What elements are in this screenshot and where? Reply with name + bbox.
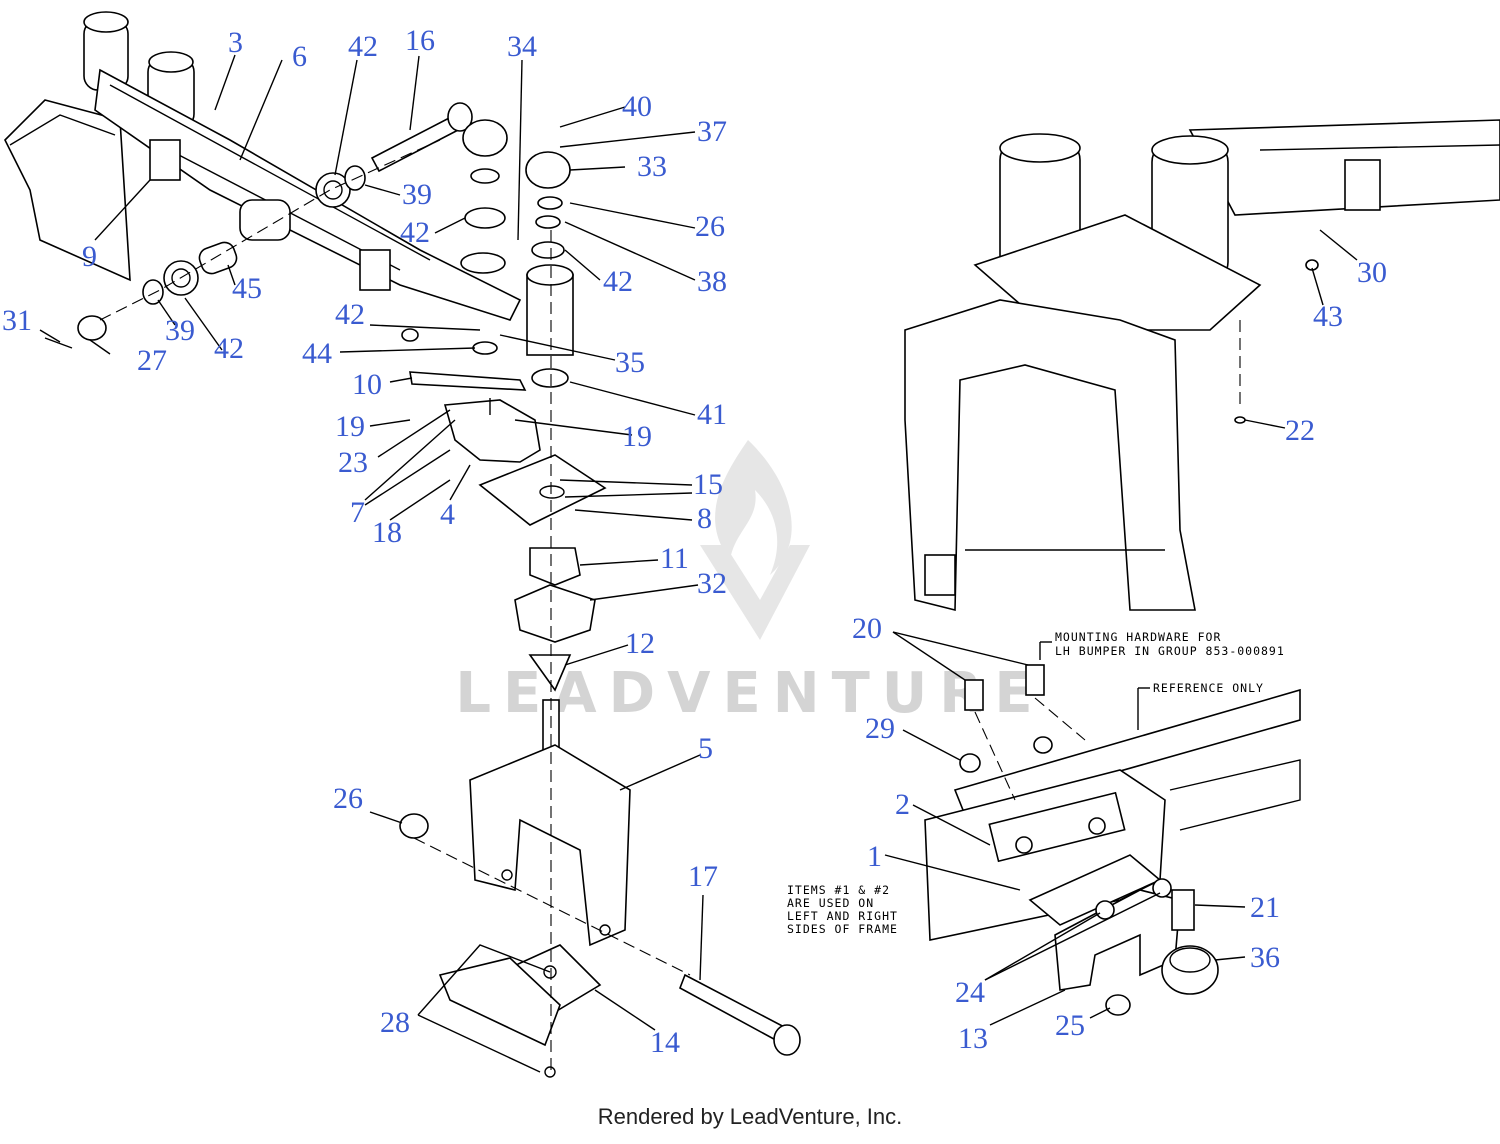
- callout-8[interactable]: 8: [697, 502, 712, 535]
- callout-29[interactable]: 29: [865, 712, 895, 745]
- callout-9[interactable]: 9: [82, 240, 97, 273]
- callout-10[interactable]: 10: [352, 368, 382, 401]
- callout-39[interactable]: 39: [165, 314, 195, 347]
- callout-5[interactable]: 5: [698, 732, 713, 765]
- callout-30[interactable]: 30: [1357, 256, 1387, 289]
- callout-2[interactable]: 2: [895, 788, 910, 821]
- callout-37[interactable]: 37: [697, 115, 727, 148]
- callout-17[interactable]: 17: [688, 860, 718, 893]
- left-front-axle-assembly: [4, 11, 801, 1078]
- callout-36[interactable]: 36: [1250, 941, 1280, 974]
- callout-18[interactable]: 18: [372, 516, 402, 549]
- callout-4[interactable]: 4: [440, 498, 455, 531]
- callout-43[interactable]: 43: [1313, 300, 1343, 333]
- callout-45[interactable]: 45: [232, 272, 262, 305]
- callout-27[interactable]: 27: [137, 344, 167, 377]
- note-items-line4: SIDES OF FRAME: [787, 922, 898, 936]
- callout-23[interactable]: 23: [338, 446, 368, 479]
- callout-42[interactable]: 42: [400, 216, 430, 249]
- callout-35[interactable]: 35: [615, 346, 645, 379]
- callout-25[interactable]: 25: [1055, 1009, 1085, 1042]
- callout-42[interactable]: 42: [335, 298, 365, 331]
- callout-42[interactable]: 42: [603, 265, 633, 298]
- callout-42[interactable]: 42: [348, 30, 378, 63]
- callout-3[interactable]: 3: [228, 26, 243, 59]
- callout-33[interactable]: 33: [637, 150, 667, 183]
- note-mounting-line2: LH BUMPER IN GROUP 853-000891: [1055, 644, 1285, 658]
- callout-38[interactable]: 38: [697, 265, 727, 298]
- footer-credit: Rendered by LeadVenture, Inc.: [597, 1104, 903, 1129]
- callout-31[interactable]: 31: [2, 304, 32, 337]
- callout-21[interactable]: 21: [1250, 891, 1280, 924]
- right-caster-assembly: [904, 119, 1500, 612]
- notes: MOUNTING HARDWARE FOR LH BUMPER IN GROUP…: [787, 630, 1285, 936]
- callout-15[interactable]: 15: [693, 468, 723, 501]
- right-bumper-assembly: [924, 664, 1301, 1016]
- callout-7[interactable]: 7: [350, 496, 365, 529]
- callout-1[interactable]: 1: [867, 840, 882, 873]
- callout-12[interactable]: 12: [625, 627, 655, 660]
- callout-26[interactable]: 26: [333, 782, 363, 815]
- callout-26[interactable]: 26: [695, 210, 725, 243]
- callout-13[interactable]: 13: [958, 1022, 988, 1055]
- callout-39[interactable]: 39: [402, 178, 432, 211]
- callout-28[interactable]: 28: [380, 1006, 410, 1039]
- note-reference-only: REFERENCE ONLY: [1153, 681, 1264, 695]
- callout-42[interactable]: 42: [214, 332, 244, 365]
- callout-34[interactable]: 34: [507, 30, 537, 63]
- callout-11[interactable]: 11: [660, 542, 689, 575]
- callout-6[interactable]: 6: [292, 40, 307, 73]
- callout-32[interactable]: 32: [697, 567, 727, 600]
- callout-41[interactable]: 41: [697, 398, 727, 431]
- note-items-line1: ITEMS #1 & #2: [787, 883, 890, 897]
- callout-16[interactable]: 16: [405, 24, 435, 57]
- callout-19[interactable]: 19: [335, 410, 365, 443]
- note-mounting-line1: MOUNTING HARDWARE FOR: [1055, 630, 1221, 644]
- callout-14[interactable]: 14: [650, 1026, 680, 1059]
- callout-19[interactable]: 19: [622, 420, 652, 453]
- note-items-line2: ARE USED ON: [787, 896, 874, 910]
- leader-lines: [39, 54, 1358, 1073]
- callouts: 3 6 42 16 34 40 37 33 26 39 42 38 42 9 4…: [2, 24, 1387, 1059]
- callout-24[interactable]: 24: [955, 976, 985, 1009]
- callout-44[interactable]: 44: [302, 337, 332, 370]
- callout-20[interactable]: 20: [852, 612, 882, 645]
- callout-22[interactable]: 22: [1285, 414, 1315, 447]
- callout-40[interactable]: 40: [622, 90, 652, 123]
- note-items-line3: LEFT AND RIGHT: [787, 909, 898, 923]
